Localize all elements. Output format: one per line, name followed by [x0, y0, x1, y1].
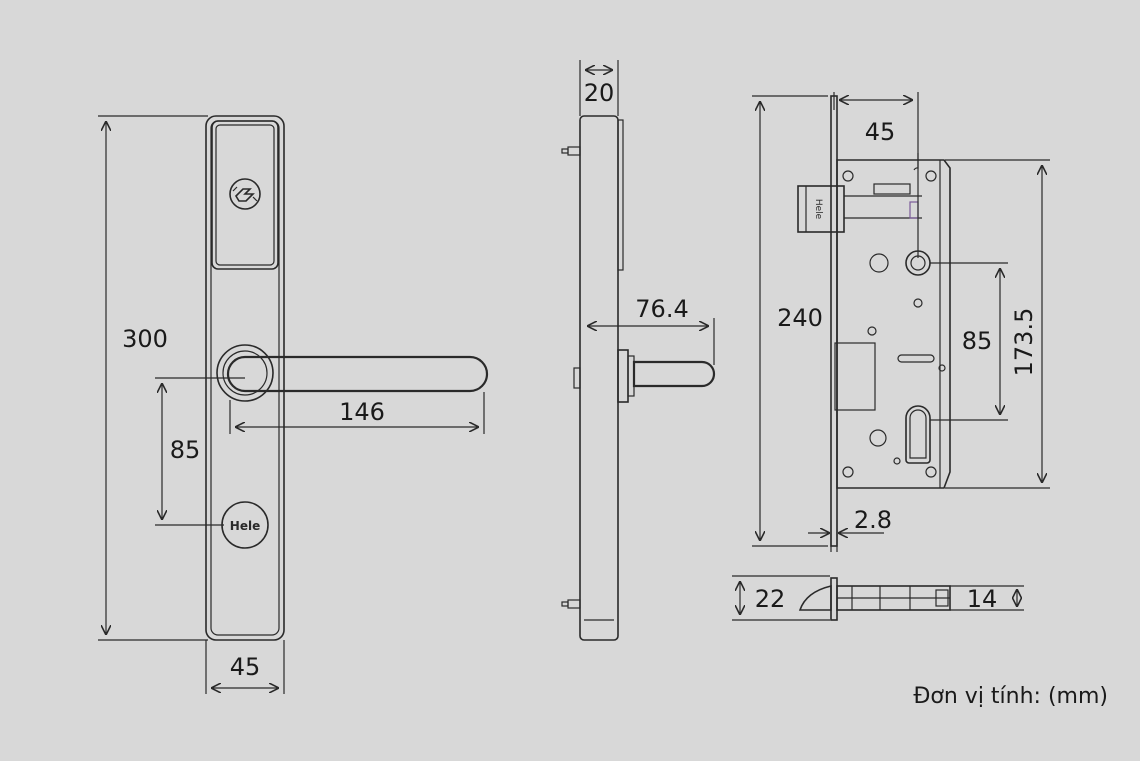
- dim-front-width: 45: [205, 640, 285, 694]
- dim-handle-cylinder: 85: [155, 377, 245, 526]
- dim-handle-length: 146: [229, 392, 485, 434]
- latch-label: Hele: [813, 199, 823, 220]
- dim-backset: 45: [833, 92, 919, 258]
- handle-rose: [216, 344, 274, 402]
- dim-depth: 22: [732, 575, 830, 621]
- front-view: Hele 300 85 146 45: [98, 115, 489, 694]
- dim-side-thickness: 20: [579, 60, 619, 116]
- dim-handle-projection-label: 76.4: [635, 295, 688, 323]
- dim-body-thickness-label: 14: [967, 585, 998, 613]
- bottom-view: 22 14: [732, 575, 1024, 621]
- dim-front-width-label: 45: [230, 653, 261, 681]
- unit-note: Đơn vị tính: (mm): [913, 684, 1108, 709]
- mounting-screws: [561, 146, 581, 609]
- dim-backset-label: 45: [865, 118, 896, 146]
- deadbolt-window: [834, 342, 876, 411]
- dim-depth-label: 22: [755, 585, 786, 613]
- dim-handle-length-label: 146: [339, 398, 385, 426]
- latch-bolt: Hele: [797, 183, 922, 233]
- keypad-panel: [211, 120, 279, 270]
- dim-handle-cylinder-label: 85: [170, 436, 201, 464]
- dim-faceplate-height: 173.5: [945, 159, 1050, 489]
- dim-faceplate-thickness: 2.8: [808, 506, 892, 552]
- dim-faceplate-thickness-label: 2.8: [854, 506, 892, 534]
- dim-body-height: 240: [752, 95, 828, 547]
- dim-faceplate-height-label: 173.5: [1010, 308, 1038, 377]
- mortise-view: Hele: [752, 92, 1050, 552]
- mortise-holes: [842, 153, 946, 478]
- dim-handle-projection: 76.4: [588, 295, 715, 365]
- dim-front-height-label: 300: [122, 325, 168, 353]
- dim-body-thickness: 14: [950, 585, 1024, 613]
- dim-center-distance: 85: [930, 262, 1008, 421]
- lever-handle: [226, 355, 489, 393]
- cylinder-hole: [905, 405, 931, 464]
- side-view: 20 76.4: [561, 60, 716, 641]
- cylinder-cover: Hele: [221, 501, 269, 549]
- side-plate: [579, 115, 624, 641]
- faceplate: [830, 95, 838, 547]
- dim-center-distance-label: 85: [962, 327, 993, 355]
- mortise-body: [836, 159, 951, 489]
- bottom-body: [798, 577, 951, 621]
- dim-body-height-label: 240: [777, 304, 823, 332]
- side-lever: [617, 349, 716, 403]
- cylinder-brand-text: Hele: [230, 519, 260, 533]
- hand-logo-icon: [229, 178, 261, 210]
- dim-front-height: 300: [98, 115, 208, 641]
- dim-side-thickness-label: 20: [584, 79, 615, 107]
